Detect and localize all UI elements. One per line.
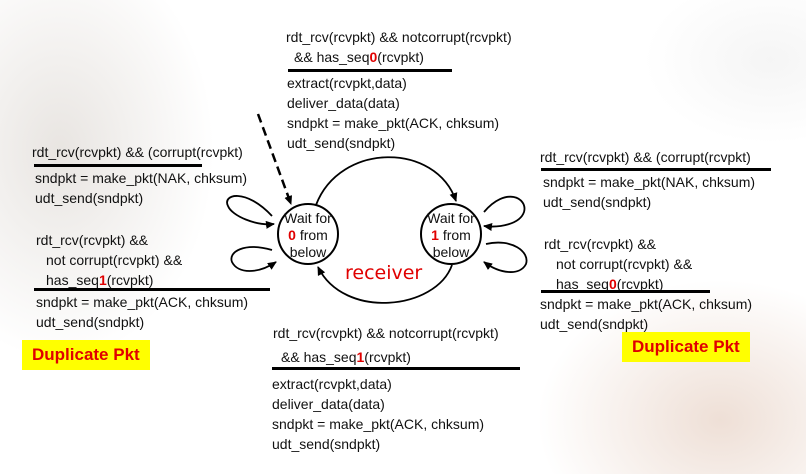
right-duplicate-rule — [541, 290, 710, 293]
bottom-transition-actions: extract(rcvpkt,data) deliver_data(data) … — [272, 376, 485, 452]
self-loop-right-corrupt — [483, 195, 526, 231]
left-duplicate-actions: sndpkt = make_pkt(ACK, chksum) udt_send(… — [36, 294, 249, 330]
duplicate-pkt-badge-left: Duplicate Pkt — [22, 340, 150, 370]
state-wait-for-0: Wait for 0 from below — [277, 203, 339, 265]
action-line: sndpkt = make_pkt(ACK, chksum) — [287, 115, 500, 131]
self-loop-left-duplicate — [230, 246, 277, 272]
initial-state-arrow — [256, 113, 293, 205]
receiver-label: receiver — [345, 262, 423, 284]
state-wait-for-1: Wait for 1 from below — [420, 203, 482, 265]
left-corrupt-rule — [34, 164, 202, 167]
top-transition-rule — [288, 69, 452, 72]
arrow-right-to-left — [317, 264, 453, 304]
right-duplicate-actions: sndpkt = make_pkt(ACK, chksum) udt_send(… — [540, 296, 753, 332]
top-transition-actions: extract(rcvpkt,data) deliver_data(data) … — [287, 73, 499, 153]
left-corrupt-actions: sndpkt = make_pkt(NAK, chksum) udt_send(… — [35, 170, 248, 206]
left-duplicate-condition: rdt_rcv(rcvpkt) && not corrupt(rcvpkt) &… — [36, 232, 183, 288]
action-line: extract(rcvpkt,data) — [287, 75, 407, 91]
action-line: udt_send(sndpkt) — [287, 135, 396, 151]
right-corrupt-actions: sndpkt = make_pkt(NAK, chksum) udt_send(… — [543, 174, 756, 210]
self-loop-right-duplicate — [483, 241, 528, 273]
right-duplicate-condition: rdt_rcv(rcvpkt) && not corrupt(rcvpkt) &… — [544, 236, 693, 292]
left-corrupt-condition: rdt_rcv(rcvpkt) && (corrupt(rcvpkt) — [32, 144, 243, 160]
bottom-transition-rule — [272, 367, 520, 370]
top-transition-condition: rdt_rcv(rcvpkt) && notcorrupt(rcvpkt) &&… — [286, 29, 512, 65]
duplicate-pkt-badge-right: Duplicate Pkt — [622, 332, 750, 362]
arrow-left-to-right — [315, 156, 458, 206]
action-line: deliver_data(data) — [287, 95, 400, 111]
right-corrupt-rule — [541, 168, 771, 171]
right-corrupt-condition: rdt_rcv(rcvpkt) && (corrupt(rcvpkt) — [540, 149, 751, 165]
bottom-transition-condition: rdt_rcv(rcvpkt) && notcorrupt(rcvpkt) &&… — [273, 325, 499, 365]
left-duplicate-rule — [34, 288, 270, 291]
self-loop-left-corrupt — [226, 195, 275, 229]
